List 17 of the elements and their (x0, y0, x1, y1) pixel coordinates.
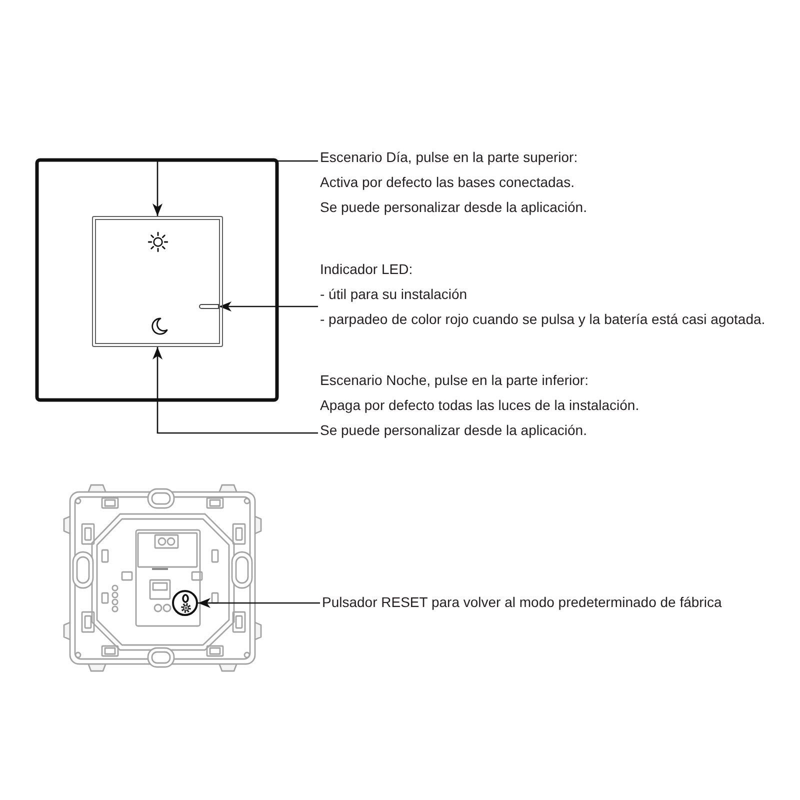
highlight-ring (172, 590, 198, 616)
leader-arrow (152, 160, 318, 216)
callout-heading: Escenario Día, pulse en la parte superior: (320, 148, 578, 167)
leader-arrow (198, 598, 320, 608)
callout-text: - parpadeo de color rojo cuando se pulsa y la batería está casi agotada. (320, 310, 766, 329)
callout-text: Se puede personalizar desde la aplicación. (320, 198, 587, 217)
rocker-key (92, 216, 223, 347)
led-indicator (199, 304, 219, 309)
leader-arrow (219, 302, 318, 312)
leader-arrow (152, 347, 318, 434)
callout-text: - útil para su instalación (320, 285, 468, 304)
callout-text: Apaga por defecto todas las luces de la instalación. (320, 396, 640, 415)
callout-text: Activa por defecto las bases conectadas. (320, 172, 574, 192)
callout-heading: Indicador LED: (320, 260, 413, 279)
callout-heading: Escenario Noche, pulse en la parte inferior: (320, 370, 588, 390)
callout-text: Pulsador RESET para volver al modo predeterminado de fábrica (322, 592, 722, 612)
callout-text: Se puede personalizar desde la aplicación. (320, 420, 587, 440)
